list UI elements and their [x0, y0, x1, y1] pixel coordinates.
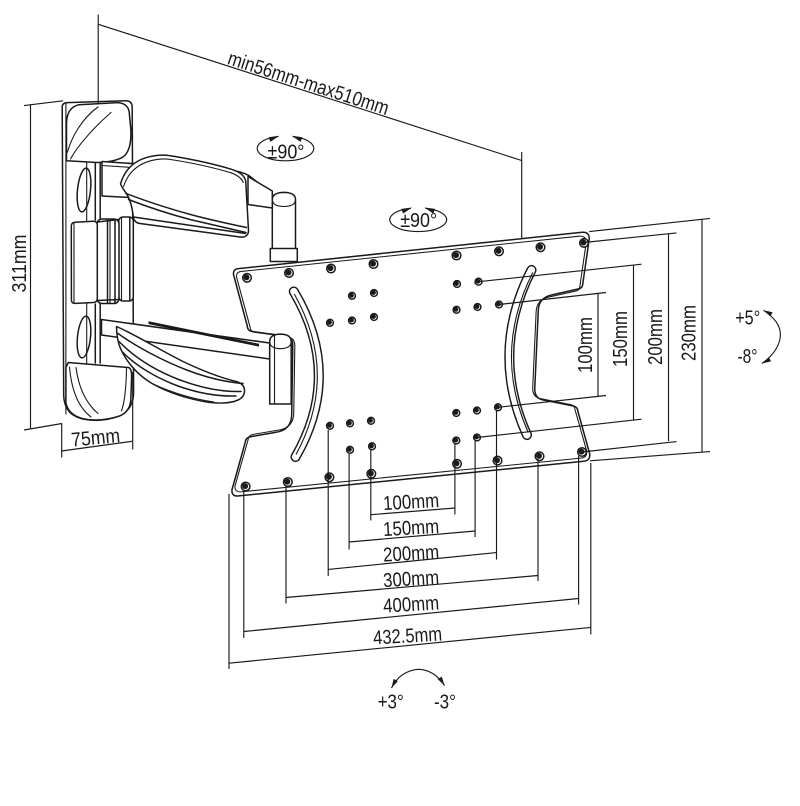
- svg-text:300mm: 300mm: [383, 567, 440, 592]
- svg-text:200mm: 200mm: [645, 309, 667, 365]
- svg-text:±90°: ±90°: [400, 210, 437, 232]
- svg-text:230mm: 230mm: [679, 305, 701, 361]
- svg-text:+3°: +3°: [378, 692, 404, 714]
- svg-text:400mm: 400mm: [383, 592, 440, 617]
- svg-text:-8°: -8°: [738, 346, 758, 368]
- svg-text:432.5mm: 432.5mm: [373, 624, 443, 650]
- svg-text:200mm: 200mm: [383, 541, 440, 566]
- svg-text:150mm: 150mm: [610, 311, 632, 367]
- svg-text:100mm: 100mm: [383, 490, 440, 515]
- svg-text:±90°: ±90°: [268, 142, 305, 164]
- svg-text:100mm: 100mm: [575, 317, 597, 373]
- svg-text:150mm: 150mm: [383, 516, 440, 541]
- svg-text:+5°: +5°: [735, 307, 760, 329]
- svg-text:311mm: 311mm: [9, 235, 31, 293]
- svg-text:-3°: -3°: [434, 692, 456, 714]
- svg-text:75mm: 75mm: [70, 425, 121, 452]
